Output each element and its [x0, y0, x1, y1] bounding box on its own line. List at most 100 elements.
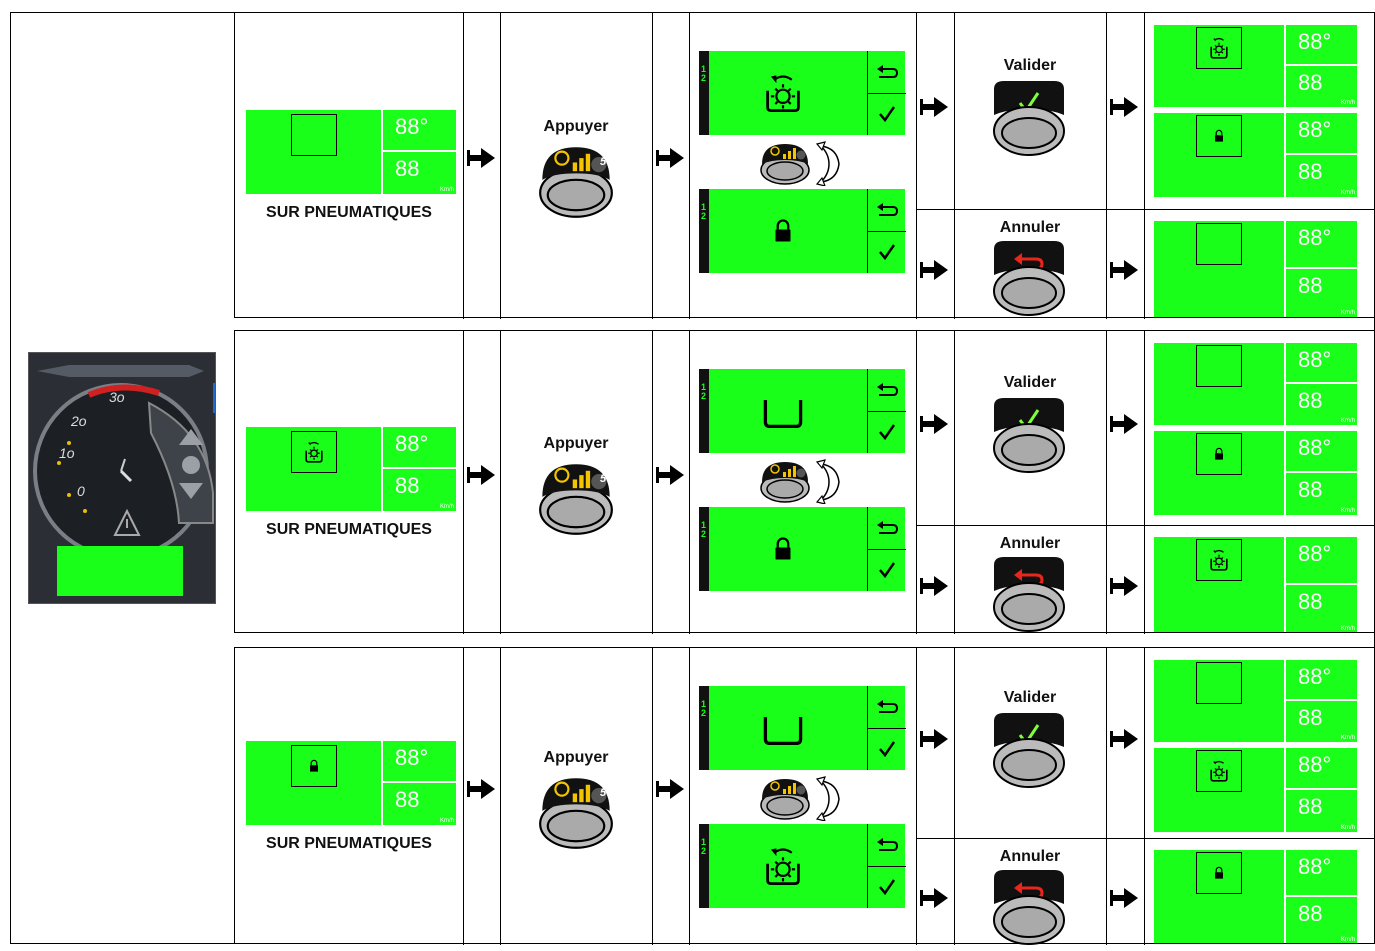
validate-button[interactable]: [990, 707, 1068, 789]
temp-value: 88°: [1286, 537, 1357, 585]
mode-icon-box: [1196, 750, 1242, 792]
speed-unit: Km/h: [1340, 937, 1355, 943]
column-divider: [954, 648, 955, 945]
menu-line-1: 1: [701, 382, 707, 392]
flow-arrow: [1110, 727, 1140, 751]
speed-unit: Km/h: [1340, 418, 1355, 424]
menu-line-1: 1: [701, 699, 707, 709]
validate-label: Valider: [1003, 374, 1057, 391]
mode-icon-box: [291, 431, 337, 473]
speed-number: 88: [395, 156, 420, 181]
flow-arrow: [656, 463, 686, 487]
temp-value: 88°: [1286, 850, 1357, 897]
flow-arrow: [656, 146, 686, 170]
flow-arrow: [467, 146, 497, 170]
back-icon: [875, 698, 899, 721]
back-icon: [875, 519, 899, 542]
lock-icon: [1211, 446, 1227, 462]
temp-value: 88°: [383, 110, 456, 152]
gauge-label-30: 3o: [109, 389, 125, 405]
press-button[interactable]: 5: [538, 132, 614, 219]
column-divider: [1106, 13, 1107, 319]
menu-divider: [868, 728, 906, 729]
temp-value: 88°: [1286, 748, 1357, 790]
column-divider: [500, 13, 501, 319]
check-icon: [877, 740, 897, 763]
speed-unit: Km/h: [439, 187, 454, 193]
column-divider: [954, 331, 955, 634]
wash-rotate-icon: [761, 844, 805, 888]
validate-button[interactable]: [990, 392, 1068, 474]
speed-number: 88: [1298, 901, 1323, 926]
mode-icon-box: [291, 114, 337, 156]
flow-arrow: [467, 463, 497, 487]
back-icon: [875, 63, 899, 86]
column-divider: [1144, 331, 1145, 634]
mode-label: SUR PNEUMATIQUES: [266, 204, 432, 221]
cancel-button[interactable]: [990, 864, 1068, 946]
cancel-button[interactable]: [990, 235, 1068, 317]
mode-icon-box: [291, 745, 337, 787]
column-divider: [652, 648, 653, 945]
menu-line-2: 2: [701, 708, 707, 718]
mode-icon-box: [1196, 433, 1242, 475]
scroll-button-hint: [759, 773, 849, 822]
speed-number: 88: [1298, 273, 1323, 298]
press-button[interactable]: 5: [538, 763, 614, 850]
lock-icon: [1211, 865, 1227, 881]
wash-icon: [1206, 547, 1232, 573]
menu-side-buttons: [867, 507, 906, 591]
gauge-label-10: 1o: [59, 445, 75, 461]
column-divider: [1106, 648, 1107, 945]
validate-button[interactable]: [990, 75, 1068, 157]
mode-icon-box: [1196, 223, 1242, 265]
mode-label: SUR PNEUMATIQUES: [266, 521, 432, 538]
column-divider: [500, 648, 501, 945]
mode-icon-box: [1196, 345, 1242, 387]
cancel-label: Annuler: [999, 535, 1061, 552]
column-divider: [689, 13, 690, 319]
menu-line-2: 2: [701, 73, 707, 83]
column-divider: [652, 331, 653, 634]
flow-arrow: [656, 777, 686, 801]
flow-arrow: [1110, 886, 1140, 910]
flow-arrow: [1110, 412, 1140, 436]
speed-unit: Km/h: [1340, 190, 1355, 196]
validate-label: Valider: [1003, 689, 1057, 706]
flow-arrow: [1110, 95, 1140, 119]
press-button[interactable]: 5: [538, 449, 614, 536]
result-divider: [916, 525, 1375, 526]
menu-line-2: 2: [701, 391, 707, 401]
cancel-button[interactable]: [990, 551, 1068, 633]
cancel-label: Annuler: [999, 848, 1061, 865]
menu-side-buttons: [867, 686, 906, 770]
dashboard-photo: 3o 2o 1o 0: [28, 352, 216, 604]
flow-arrow: [920, 412, 950, 436]
button-number: 5: [599, 787, 607, 799]
speed-unit: Km/h: [439, 818, 454, 824]
flow-arrow: [920, 258, 950, 282]
menu-divider: [868, 866, 906, 867]
column-divider: [463, 648, 464, 945]
press-label: Appuyer: [543, 749, 609, 766]
validate-label: Valider: [1003, 57, 1057, 74]
button-number: 5: [599, 156, 607, 168]
